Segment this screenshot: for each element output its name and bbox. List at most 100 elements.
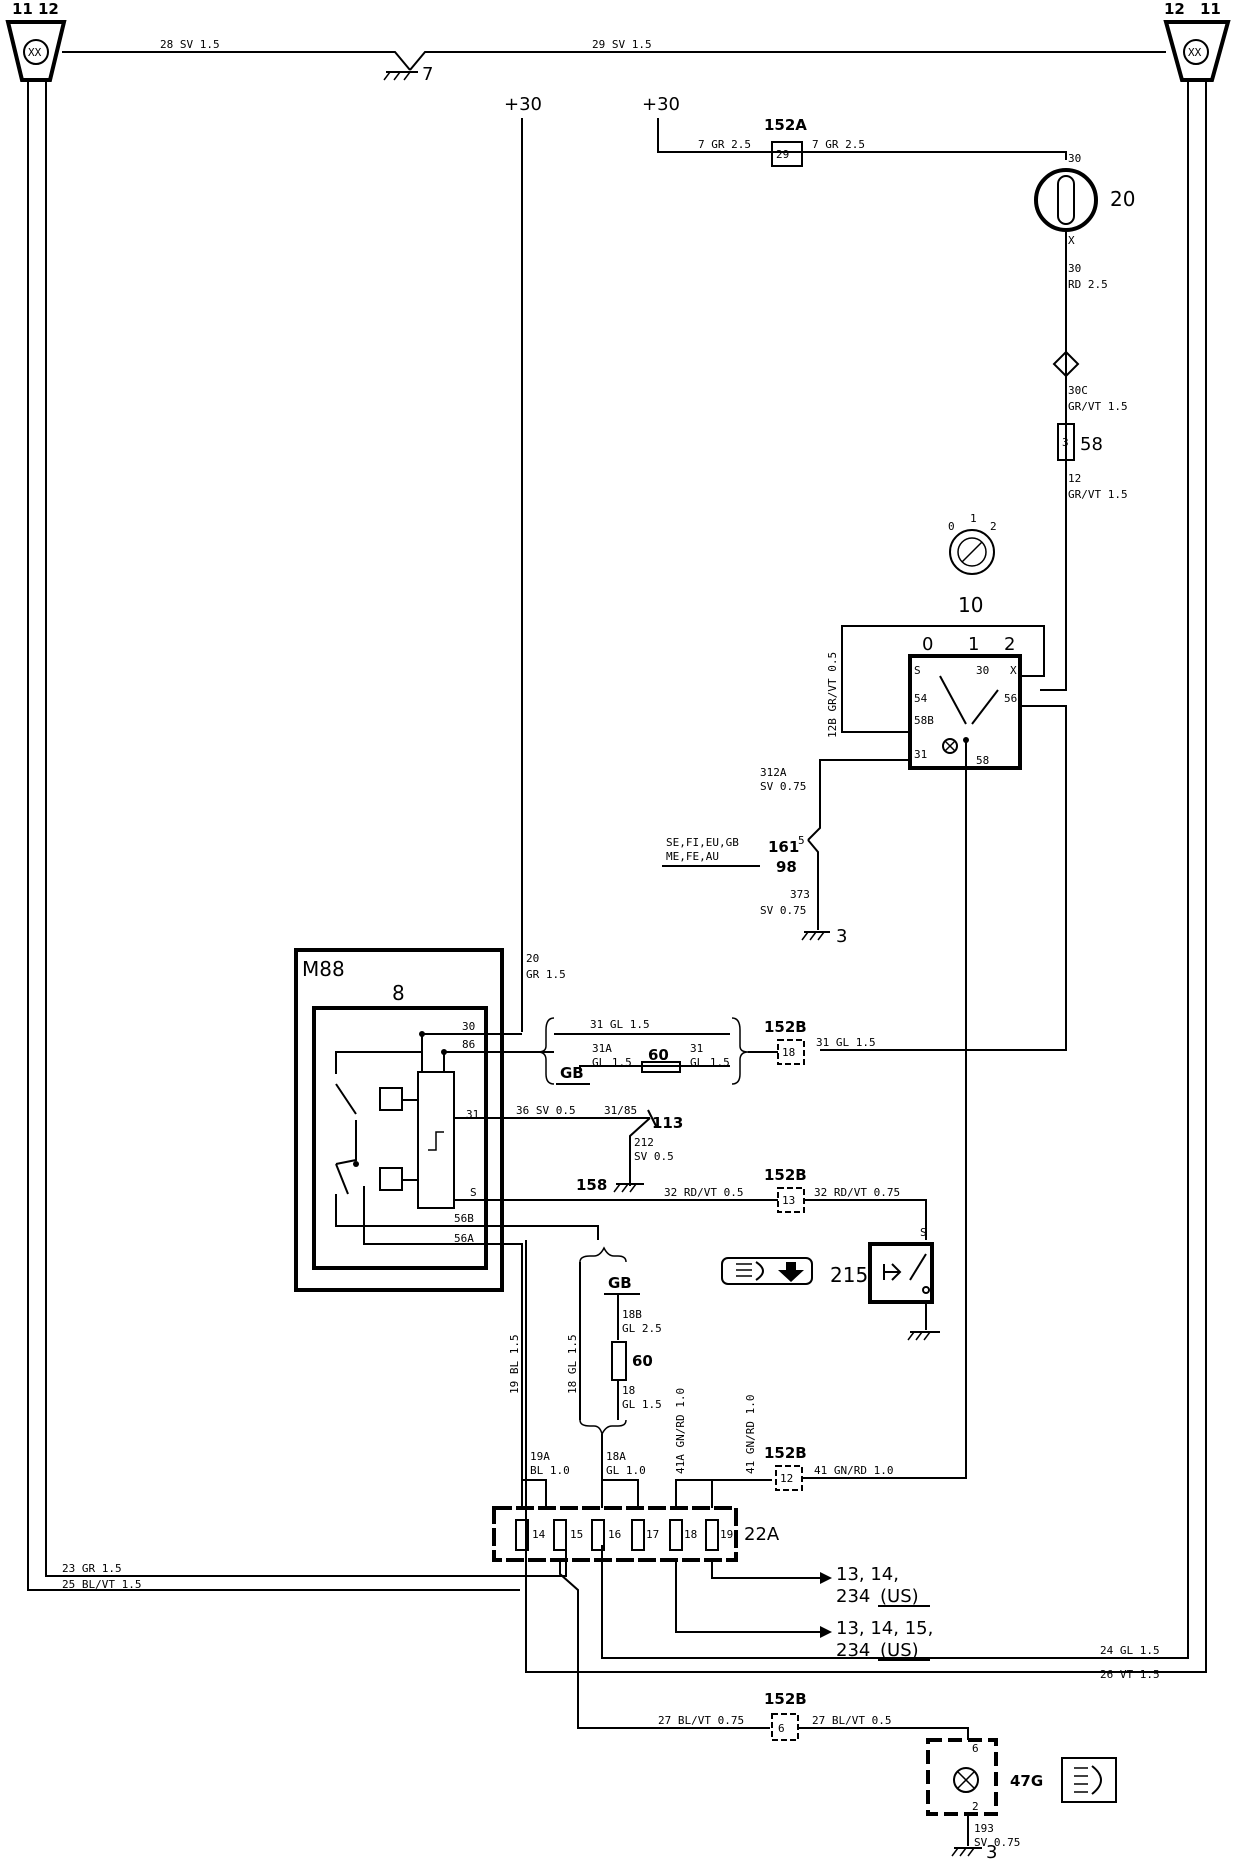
svg-text:234: 234 xyxy=(836,1640,870,1661)
svg-text:18A: 18A xyxy=(606,1450,626,1463)
svg-text:GB: GB xyxy=(608,1274,632,1292)
svg-text:3: 3 xyxy=(836,926,847,947)
svg-text:31: 31 xyxy=(914,748,927,761)
svg-text:31 GL 1.5: 31 GL 1.5 xyxy=(816,1036,876,1049)
svg-text:11: 11 xyxy=(1200,0,1221,18)
svg-text:0: 0 xyxy=(948,520,955,533)
svg-text:31 GL 1.5: 31 GL 1.5 xyxy=(590,1018,650,1031)
fuse-row: 14 15 16 17 18 19 xyxy=(515,1519,733,1551)
svg-text:SV 0.75: SV 0.75 xyxy=(760,780,806,793)
svg-text:S: S xyxy=(920,1226,927,1239)
svg-text:12B GR/VT 0.5: 12B GR/VT 0.5 xyxy=(826,652,839,738)
svg-text:152A: 152A xyxy=(764,116,807,134)
svg-text:RD 2.5: RD 2.5 xyxy=(1068,278,1108,291)
svg-text:+30: +30 xyxy=(642,94,680,115)
svg-text:13: 13 xyxy=(782,1194,795,1207)
component-20: 30 20 X xyxy=(1034,152,1135,247)
svg-text:31: 31 xyxy=(690,1042,703,1055)
svg-text:19 BL 1.5: 19 BL 1.5 xyxy=(508,1334,521,1394)
svg-text:31A: 31A xyxy=(592,1042,612,1055)
svg-text:27 BL/VT 0.5: 27 BL/VT 0.5 xyxy=(812,1714,891,1727)
svg-text:26 VT 1.5: 26 VT 1.5 xyxy=(1100,1668,1160,1681)
svg-text:X: X xyxy=(1068,234,1075,247)
svg-text:SV 0.5: SV 0.5 xyxy=(634,1150,674,1163)
svg-text:6: 6 xyxy=(778,1722,785,1735)
svg-text:GR/VT 1.5: GR/VT 1.5 xyxy=(1068,400,1128,413)
svg-text:47G: 47G xyxy=(1010,1772,1043,1790)
svg-text:215: 215 xyxy=(830,1263,868,1287)
svg-text:17: 17 xyxy=(646,1528,659,1541)
svg-text:5: 5 xyxy=(798,834,805,847)
svg-text:0: 0 xyxy=(922,634,933,655)
svg-text:30: 30 xyxy=(1068,262,1081,275)
svg-text:18B: 18B xyxy=(622,1308,642,1321)
relay-M88: M88 8 30 86 31 S 56B 56A xyxy=(294,948,504,1292)
svg-text:158: 158 xyxy=(576,1176,607,1194)
fuse-58: 3 58 xyxy=(1057,423,1103,461)
svg-text:36 SV 0.5: 36 SV 0.5 xyxy=(516,1104,576,1117)
svg-text:13, 14,: 13, 14, xyxy=(836,1564,899,1585)
svg-text:+30: +30 xyxy=(504,94,542,115)
svg-text:31/85: 31/85 xyxy=(604,1104,637,1117)
svg-text:32 RD/VT 0.5: 32 RD/VT 0.5 xyxy=(664,1186,743,1199)
svg-text:56B: 56B xyxy=(454,1212,474,1225)
svg-text:S: S xyxy=(470,1186,477,1199)
lamp-left: 11 12 XX xyxy=(5,0,67,82)
svg-text:24 GL 1.5: 24 GL 1.5 xyxy=(1100,1644,1160,1657)
svg-text:2: 2 xyxy=(972,1800,979,1813)
svg-text:312A: 312A xyxy=(760,766,787,779)
svg-text:28 SV 1.5: 28 SV 1.5 xyxy=(160,38,220,51)
ground-3b: 3 xyxy=(951,1842,997,1860)
lamp-47G: 6 2 47G xyxy=(926,1738,1117,1816)
svg-text:(US): (US) xyxy=(880,1640,919,1661)
svg-text:11: 11 xyxy=(12,0,33,18)
svg-text:ME,FE,AU: ME,FE,AU xyxy=(666,850,719,863)
svg-text:3: 3 xyxy=(1062,436,1069,449)
fuse-60a: 60 xyxy=(641,1046,681,1073)
component-215: 215 S xyxy=(721,1226,934,1304)
svg-text:22A: 22A xyxy=(744,1524,780,1545)
svg-text:3: 3 xyxy=(986,1842,997,1860)
svg-text:30: 30 xyxy=(976,664,989,677)
svg-text:X: X xyxy=(1010,664,1017,677)
svg-text:20: 20 xyxy=(526,952,539,965)
svg-text:GL 1.0: GL 1.0 xyxy=(606,1464,646,1477)
svg-text:58: 58 xyxy=(1080,434,1103,455)
svg-text:GB: GB xyxy=(560,1064,584,1082)
svg-text:30: 30 xyxy=(462,1020,475,1033)
svg-text:1: 1 xyxy=(968,634,979,655)
svg-text:2: 2 xyxy=(1004,634,1015,655)
svg-text:SV 0.75: SV 0.75 xyxy=(760,904,806,917)
svg-text:31: 31 xyxy=(466,1108,479,1121)
svg-text:SE,FI,EU,GB: SE,FI,EU,GB xyxy=(666,836,739,849)
svg-text:GL 1.5: GL 1.5 xyxy=(622,1398,662,1411)
svg-text:41A GN/RD 1.0: 41A GN/RD 1.0 xyxy=(674,1388,687,1474)
ground-215 xyxy=(907,1331,940,1341)
svg-text:54: 54 xyxy=(914,692,928,705)
svg-text:18: 18 xyxy=(782,1046,795,1059)
connector-152B-18: 152B 18 xyxy=(764,1018,807,1065)
svg-text:XX: XX xyxy=(28,46,42,59)
svg-text:14: 14 xyxy=(532,1528,546,1541)
svg-text:18: 18 xyxy=(622,1384,635,1397)
svg-text:161: 161 xyxy=(768,838,799,856)
svg-text:32 RD/VT 0.75: 32 RD/VT 0.75 xyxy=(814,1186,900,1199)
svg-text:29: 29 xyxy=(776,148,789,161)
svg-text:98: 98 xyxy=(776,858,797,876)
svg-text:GR/VT 1.5: GR/VT 1.5 xyxy=(1068,488,1128,501)
svg-text:7 GR 2.5: 7 GR 2.5 xyxy=(812,138,865,151)
svg-text:(US): (US) xyxy=(880,1586,919,1607)
svg-text:86: 86 xyxy=(462,1038,475,1051)
svg-text:19: 19 xyxy=(720,1528,733,1541)
svg-text:234: 234 xyxy=(836,1586,870,1607)
svg-text:BL 1.0: BL 1.0 xyxy=(530,1464,570,1477)
svg-text:20: 20 xyxy=(1110,187,1135,211)
svg-text:30: 30 xyxy=(1068,152,1081,165)
svg-text:152B: 152B xyxy=(764,1018,807,1036)
svg-text:1: 1 xyxy=(970,512,977,525)
svg-text:113: 113 xyxy=(652,1114,683,1132)
svg-text:12: 12 xyxy=(38,0,59,18)
connector-152B-12: 152B 12 xyxy=(764,1444,807,1491)
fusebox-22A: 22A 14 15 16 17 18 19 xyxy=(492,1506,780,1562)
